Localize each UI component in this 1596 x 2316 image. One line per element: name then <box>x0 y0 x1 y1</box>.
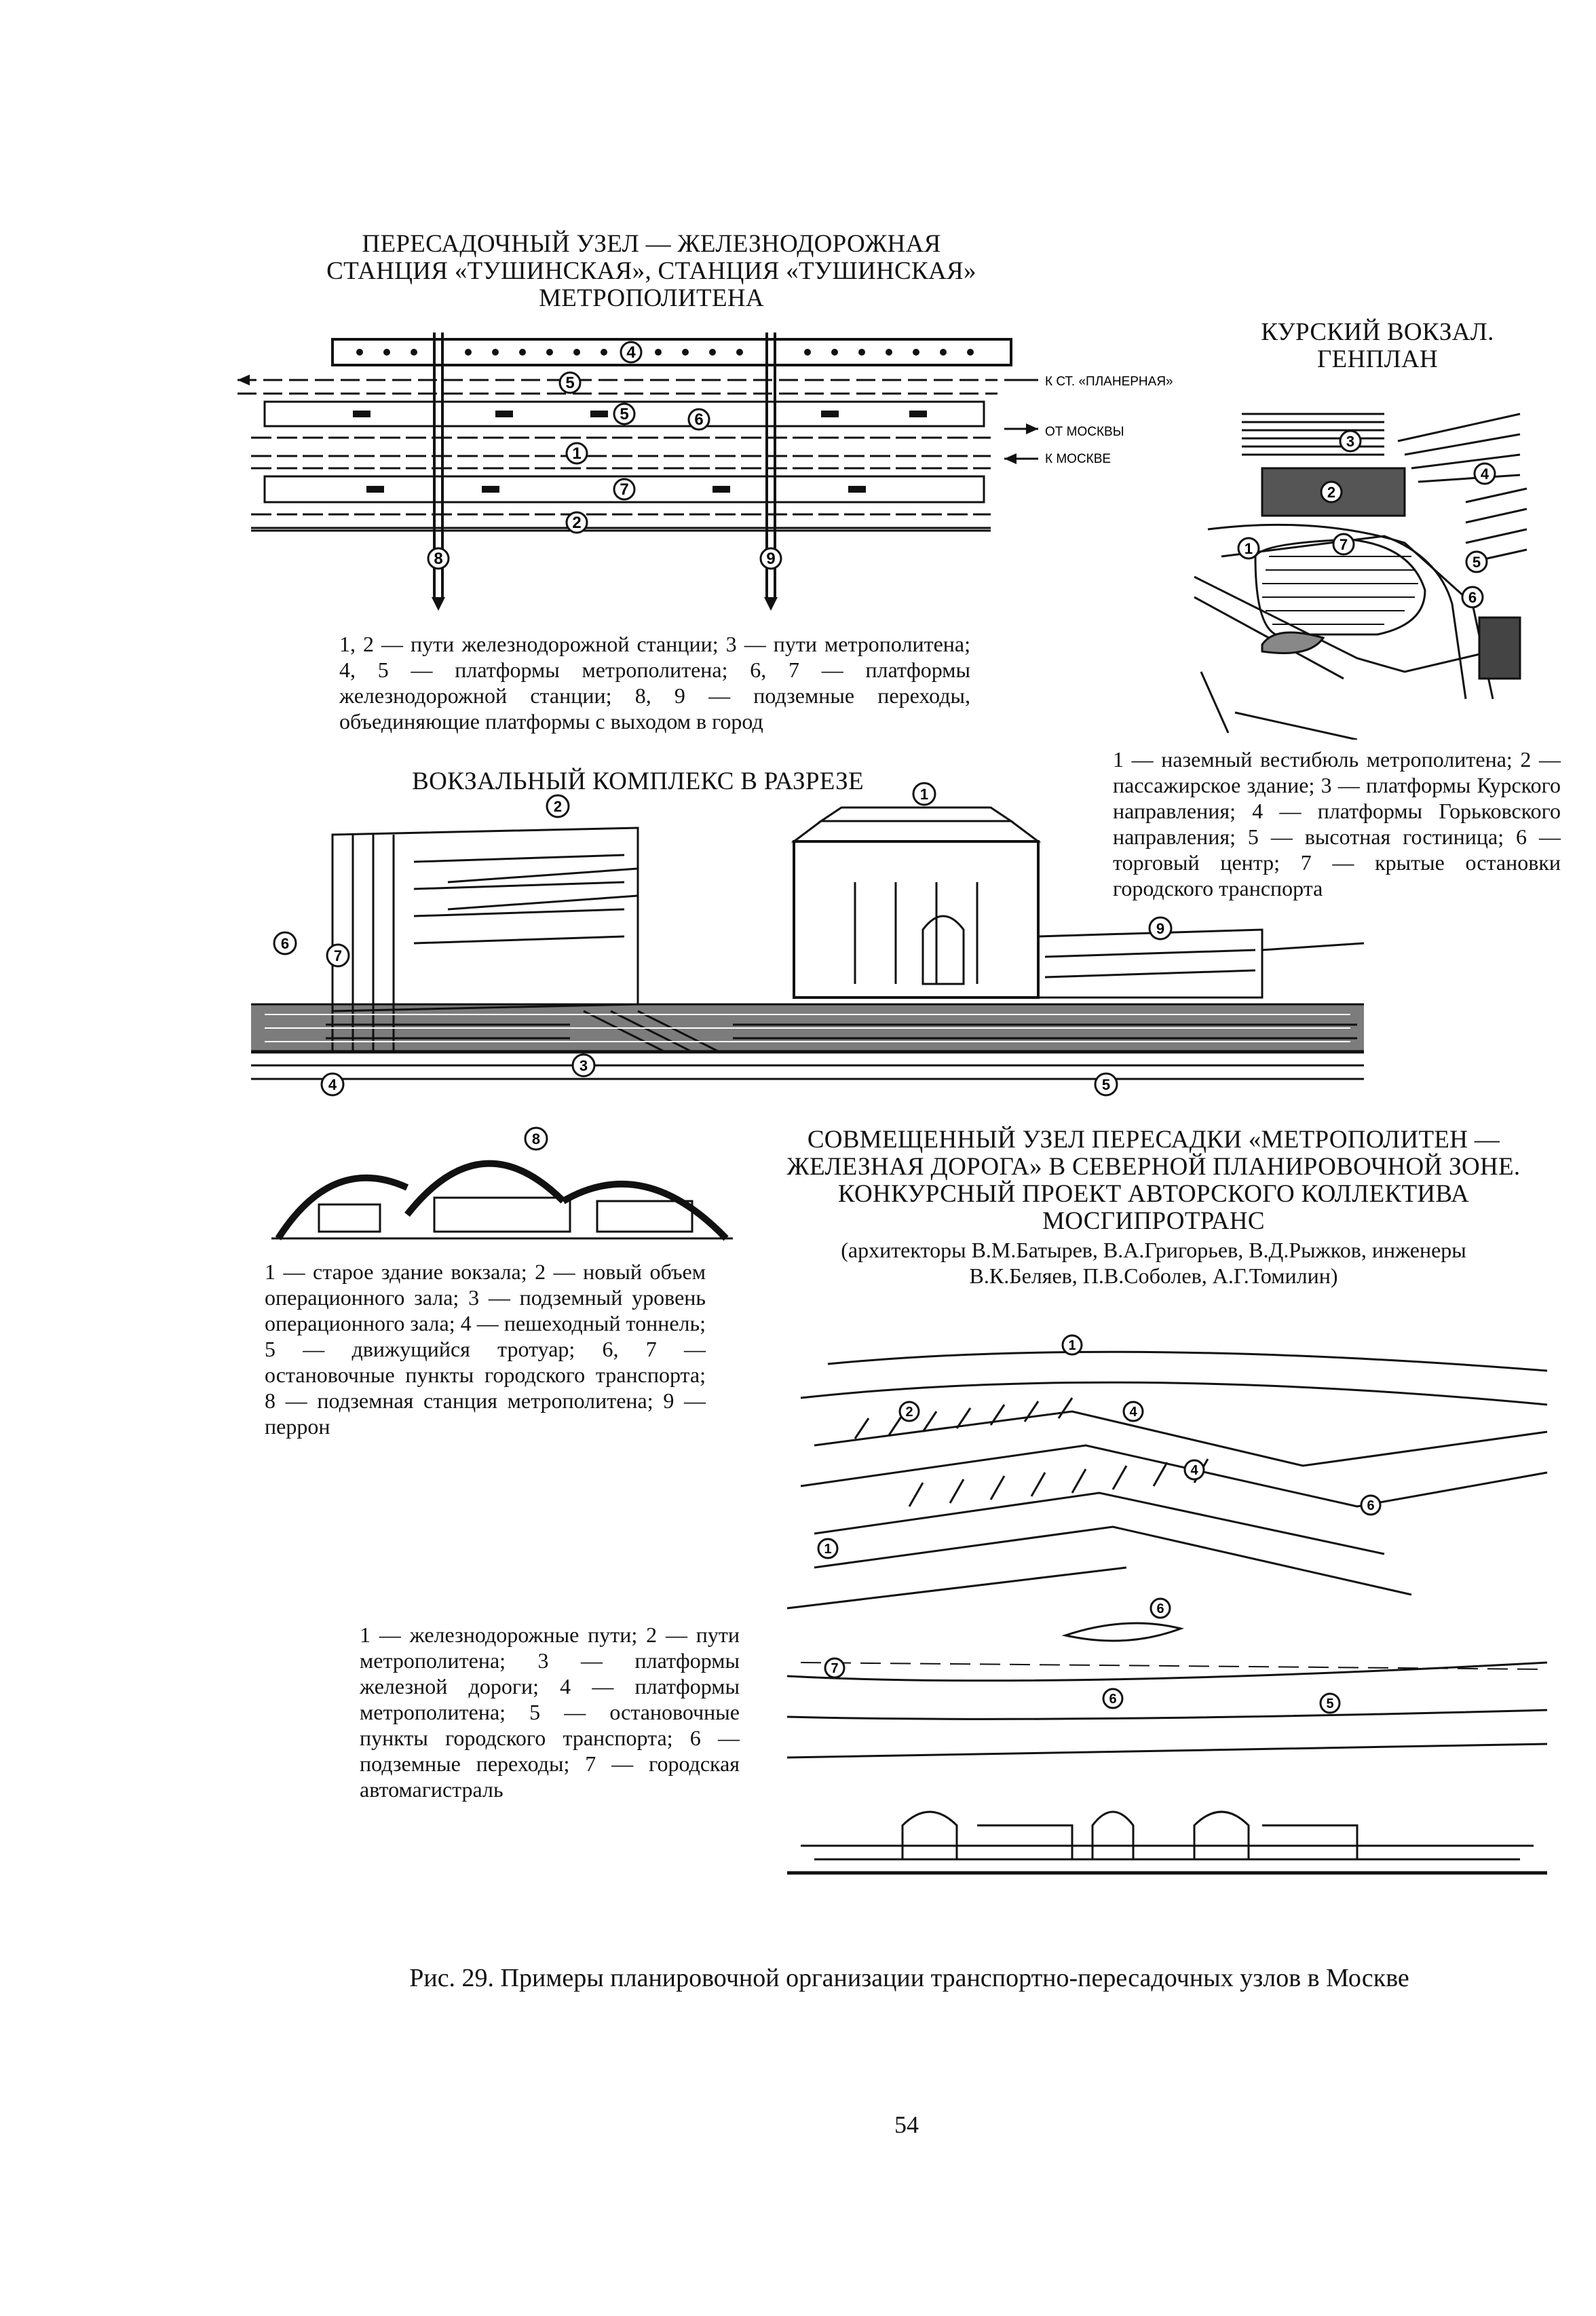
kursky-title-line-1: КУРСКИЙ ВОКЗАЛ. <box>1261 318 1494 346</box>
kursky-callout-6: 6 <box>1468 589 1477 606</box>
combined-authors-line-2: В.К.Беляев, П.В.Соболев, А.Г.Томилин) <box>969 1264 1338 1288</box>
combined-callout-4a: 4 <box>1129 1405 1137 1420</box>
tushino-title-line-3: МЕТРОПОЛИТЕНА <box>539 284 764 312</box>
underground-metro-station-section: 8 <box>265 1126 740 1242</box>
tushino-callout-9: 9 <box>766 550 775 568</box>
combined-callout-7: 7 <box>831 1661 838 1676</box>
combined-legend: 1 — железнодорожные пути; 2 — пути метро… <box>360 1622 740 1802</box>
kursky-title: КУРСКИЙ ВОКЗАЛ. ГЕНПЛАН <box>1221 319 1534 373</box>
station-complex-section: 2 1 6 7 9 3 4 5 <box>244 780 1371 1099</box>
section-callout-3: 3 <box>580 1057 588 1074</box>
tushino-callout-6: 6 <box>694 411 703 429</box>
combined-title-line-2: ЖЕЛЕЗНАЯ ДОРОГА» В СЕВЕРНОЙ ПЛАНИРОВОЧНО… <box>786 1153 1521 1181</box>
tushino-title-line-1: ПЕРЕСАДОЧНЫЙ УЗЕЛ — ЖЕЛЕЗНОДОРОЖНАЯ <box>362 230 941 258</box>
combined-title-line-4: МОСГИПРОТРАНС <box>1042 1207 1265 1235</box>
combined-callout-1-left: 1 <box>824 1542 831 1557</box>
combined-title: СОВМЕЩЕННЫЙ УЗЕЛ ПЕРЕСАДКИ «МЕТРОПОЛИТЕН… <box>774 1126 1534 1235</box>
tushino-callout-1: 1 <box>572 444 581 463</box>
tushino-callout-5: 5 <box>620 405 628 423</box>
combined-authors-line-1: (архитекторы В.М.Батырев, В.А.Григорьев,… <box>841 1238 1466 1262</box>
section-callout-9: 9 <box>1156 920 1164 937</box>
section-legend: 1 — старое здание вокзала; 2 — новый объ… <box>265 1259 706 1439</box>
arch-callout-8: 8 <box>532 1131 540 1147</box>
kursky-callout-4: 4 <box>1481 466 1489 482</box>
combined-title-line-1: СОВМЕЩЕННЫЙ УЗЕЛ ПЕРЕСАДКИ «МЕТРОПОЛИТЕН… <box>807 1126 1500 1154</box>
combined-callout-6a: 6 <box>1367 1498 1374 1513</box>
section-callout-1: 1 <box>920 786 928 803</box>
kursky-title-line-2: ГЕНПЛАН <box>1316 345 1439 373</box>
tushino-callout-4: 4 <box>626 343 636 362</box>
section-callout-7: 7 <box>334 947 342 964</box>
tushino-callout-8: 8 <box>434 550 442 568</box>
combined-node-perspective: 1 4 2 4 6 1 6 7 6 5 <box>774 1310 1554 1880</box>
kursky-callout-1: 1 <box>1244 540 1253 557</box>
tushino-callout-2: 2 <box>572 514 581 532</box>
tushino-callout-5a: 5 <box>565 374 574 392</box>
kursky-callout-2: 2 <box>1327 484 1335 501</box>
combined-title-line-3: КОНКУРСНЫЙ ПРОЕКТ АВТОРСКОГО КОЛЛЕКТИВА <box>837 1180 1470 1208</box>
section-callout-5: 5 <box>1102 1076 1110 1093</box>
kursky-callout-7: 7 <box>1340 536 1348 553</box>
section-title: ВОКЗАЛЬНЫЙ КОМПЛЕКС В РАЗРЕЗЕ <box>412 767 864 795</box>
tushino-callout-7: 7 <box>620 480 628 499</box>
kursky-callout-5: 5 <box>1472 554 1481 571</box>
direction-label-planernaya: К СТ. «ПЛАНЕРНАЯ» <box>1045 375 1173 389</box>
direction-label-to-moscow: К МОСКВЕ <box>1045 452 1111 466</box>
tushino-title: ПЕРЕСАДОЧНЫЙ УЗЕЛ — ЖЕЛЕЗНОДОРОЖНАЯ СТАН… <box>292 231 1011 312</box>
section-callout-6: 6 <box>281 935 289 952</box>
kursky-legend: 1 — наземный вестибюль метрополитена; 2 … <box>1113 747 1561 900</box>
combined-callout-2: 2 <box>905 1405 913 1420</box>
section-callout-2: 2 <box>554 798 562 815</box>
tushino-track-diagram: 4 5 5 6 1 7 2 8 9 К СТ. «ПЛАНЕРНАЯ» ОТ М… <box>238 326 1201 624</box>
tushino-legend: 1, 2 — пути железнодорожной станции; 3 —… <box>339 632 970 734</box>
combined-authors: (архитекторы В.М.Батырев, В.А.Григорьев,… <box>774 1237 1534 1289</box>
combined-callout-6b: 6 <box>1156 1601 1164 1616</box>
figure-caption: Рис. 29. Примеры планировочной организац… <box>409 1964 1409 1992</box>
combined-callout-4b: 4 <box>1190 1463 1198 1478</box>
combined-callout-1-top: 1 <box>1068 1338 1076 1353</box>
tushino-title-line-2: СТАНЦИЯ «ТУШИНСКАЯ», СТАНЦИЯ «ТУШИНСКАЯ» <box>326 257 976 285</box>
section-callout-4: 4 <box>328 1076 337 1093</box>
kursky-site-plan: 3 2 4 1 7 5 6 <box>1181 400 1534 740</box>
direction-label-from-moscow: ОТ МОСКВЫ <box>1045 425 1124 439</box>
page-number: 54 <box>894 2111 919 2138</box>
combined-callout-6c: 6 <box>1109 1692 1116 1707</box>
kursky-callout-3: 3 <box>1346 433 1354 450</box>
combined-callout-5: 5 <box>1326 1696 1333 1711</box>
